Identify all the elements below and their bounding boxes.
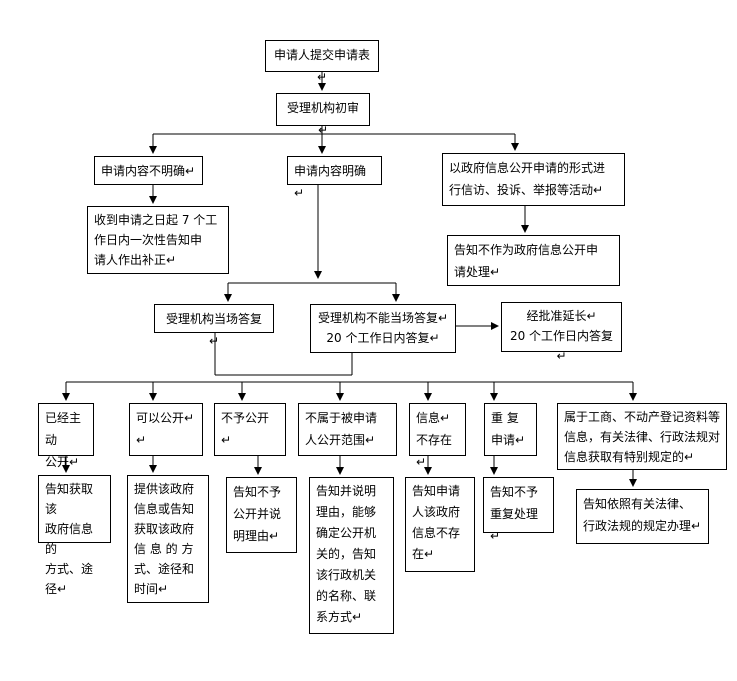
resp-no-open: 告知不予 公开并说 明理由↵ xyxy=(226,477,297,553)
node-clear-text: 申请内容明确↵ xyxy=(294,164,367,200)
resp-no-open-text: 告知不予 公开并说 明理由↵ xyxy=(233,485,282,543)
node-repeat-text: 重 复 申请↵ xyxy=(491,411,526,447)
node-onsite: 受理机构当场答复↵ xyxy=(154,304,274,348)
node-published: 已经主动 公开↵ xyxy=(38,403,94,469)
resp-special-text: 告知依照有关法律、 行政法规的规定办理↵ xyxy=(583,497,702,533)
node-not-application-text: 告知不作为政府信息公开申 请处理↵ xyxy=(454,243,599,279)
node-no-open-text: 不予公开↵ xyxy=(221,411,270,447)
node-can-open: 可以公开↵ ↵ xyxy=(129,403,203,456)
resp-special: 告知依照有关法律、 行政法规的规定办理↵ xyxy=(576,489,709,544)
node-not-exist-text: 信息↵ 不存在↵ xyxy=(416,411,453,469)
node-no-open: 不予公开↵ xyxy=(214,403,286,456)
node-extend-text: 经批准延长↵ 20 个工作日内答复↵ xyxy=(509,309,614,363)
node-not-scope: 不属于被申请 人公开范围↵ xyxy=(298,403,397,456)
resp-can-open-text: 提供该政府 信息或告知 获取该政府 信 息 的 方 式、途径和 时间↵ xyxy=(134,482,195,596)
resp-published: 告知获取该 政府信息的 方式、途径↵ xyxy=(38,475,111,596)
node-onsite-text: 受理机构当场答复↵ xyxy=(165,312,262,348)
node-review-text: 受理机构初审↵ xyxy=(286,101,359,137)
node-special: 属于工商、不动产登记资料等 信息，有关法律、行政法规对 信息获取有特别规定的↵ xyxy=(557,403,727,470)
resp-repeat-text: 告知不予 重复处理↵ xyxy=(490,485,539,543)
node-not-onsite: 受理机构不能当场答复↵ 20 个工作日内答复↵ xyxy=(310,304,456,353)
resp-not-scope-text: 告知并说明 理由，能够 确定公开机 关的，告知 该行政机关 的名称、联 系方式↵ xyxy=(316,484,377,624)
node-clear: 申请内容明确↵ xyxy=(287,156,382,200)
node-petition: 以政府信息公开申请的形式进 行信访、投诉、举报等活动↵ xyxy=(442,153,625,206)
resp-not-exist-text: 告知申请 人该政府 信息不存 在↵ xyxy=(412,484,461,561)
node-special-text: 属于工商、不动产登记资料等 信息，有关法律、行政法规对 信息获取有特别规定的↵ xyxy=(564,410,721,464)
node-repeat: 重 复 申请↵ xyxy=(484,403,537,456)
node-submit-text: 申请人提交申请表↵ xyxy=(273,48,370,84)
node-not-onsite-text: 受理机构不能当场答复↵ 20 个工作日内答复↵ xyxy=(317,311,449,345)
node-published-text: 已经主动 公开↵ xyxy=(45,411,82,469)
node-can-open-text: 可以公开↵ ↵ xyxy=(136,411,195,447)
node-petition-text: 以政府信息公开申请的形式进 行信访、投诉、举报等活动↵ xyxy=(449,161,606,197)
node-submit: 申请人提交申请表↵ xyxy=(265,40,379,84)
resp-not-scope: 告知并说明 理由，能够 确定公开机 关的，告知 该行政机关 的名称、联 系方式↵ xyxy=(309,477,394,634)
node-unclear-text: 申请内容不明确↵ xyxy=(101,164,196,178)
node-notify-amend-text: 收到申请之日起 7 个工 作日内一次性告知申 请人作出补正↵ xyxy=(94,213,218,267)
node-notify-amend: 收到申请之日起 7 个工 作日内一次性告知申 请人作出补正↵ xyxy=(87,206,229,274)
node-extend: 经批准延长↵ 20 个工作日内答复↵ xyxy=(501,302,622,363)
resp-published-text: 告知获取该 政府信息的 方式、途径↵ xyxy=(45,482,94,596)
node-review: 受理机构初审↵ xyxy=(276,93,370,137)
resp-repeat: 告知不予 重复处理↵ xyxy=(483,477,554,543)
resp-can-open: 提供该政府 信息或告知 获取该政府 信 息 的 方 式、途径和 时间↵ xyxy=(127,475,209,603)
node-unclear: 申请内容不明确↵ xyxy=(94,156,203,185)
node-not-exist: 信息↵ 不存在↵ xyxy=(409,403,466,469)
node-not-scope-text: 不属于被申请 人公开范围↵ xyxy=(305,411,378,447)
node-not-application: 告知不作为政府信息公开申 请处理↵ xyxy=(447,235,620,286)
resp-not-exist: 告知申请 人该政府 信息不存 在↵ xyxy=(405,477,475,572)
